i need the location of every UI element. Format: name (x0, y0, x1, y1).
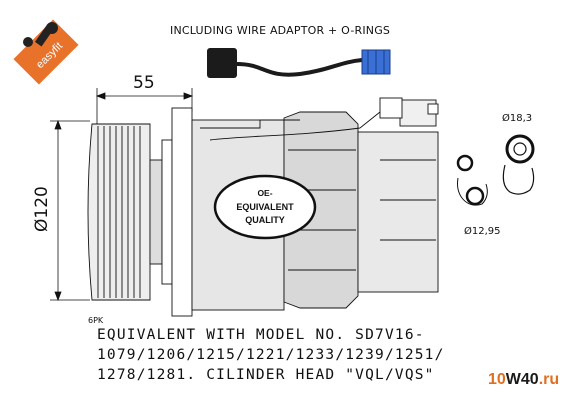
equivalent-line-1: EQUIVALENT WITH MODEL NO. SD7V16- (97, 327, 425, 343)
stamp-line3: QUALITY (245, 215, 285, 225)
dimension-55-label: 55 (133, 73, 155, 93)
watermark: 10W40.ru (488, 369, 574, 391)
wire-adaptor (207, 48, 391, 78)
watermark-part1: 10 (488, 371, 506, 388)
oring-large (502, 134, 535, 195)
wrench-icon (23, 22, 58, 47)
watermark-part2: W40 (505, 371, 539, 388)
oring-small-label: Ø12,95 (464, 225, 501, 237)
dimension-120-label: Ø120 (32, 186, 52, 232)
stamp-line2: EQUIVALENT (236, 202, 294, 212)
watermark-part3: .ru (538, 371, 560, 388)
oe-quality-stamp (213, 174, 317, 240)
dimension-120 (50, 119, 90, 302)
oring-large-label: Ø18,3 (502, 112, 532, 124)
equivalent-line-3: 1278/1281. CILINDER HEAD "VQL/VQS" (97, 367, 435, 383)
belt-label: 6PK (88, 316, 104, 325)
oring-small (456, 154, 488, 206)
stamp-line1: OE- (257, 188, 272, 198)
pulley (87, 123, 173, 301)
equivalent-models: EQUIVALENT WITH MODEL NO. SD7V16- 1079/1… (97, 325, 577, 385)
easyfit-logo: easyfit (10, 16, 82, 88)
header-note: INCLUDING WIRE ADAPTOR + O-RINGS (170, 24, 391, 37)
equivalent-line-2: 1079/1206/1215/1221/1233/1239/1251/ (97, 347, 445, 363)
